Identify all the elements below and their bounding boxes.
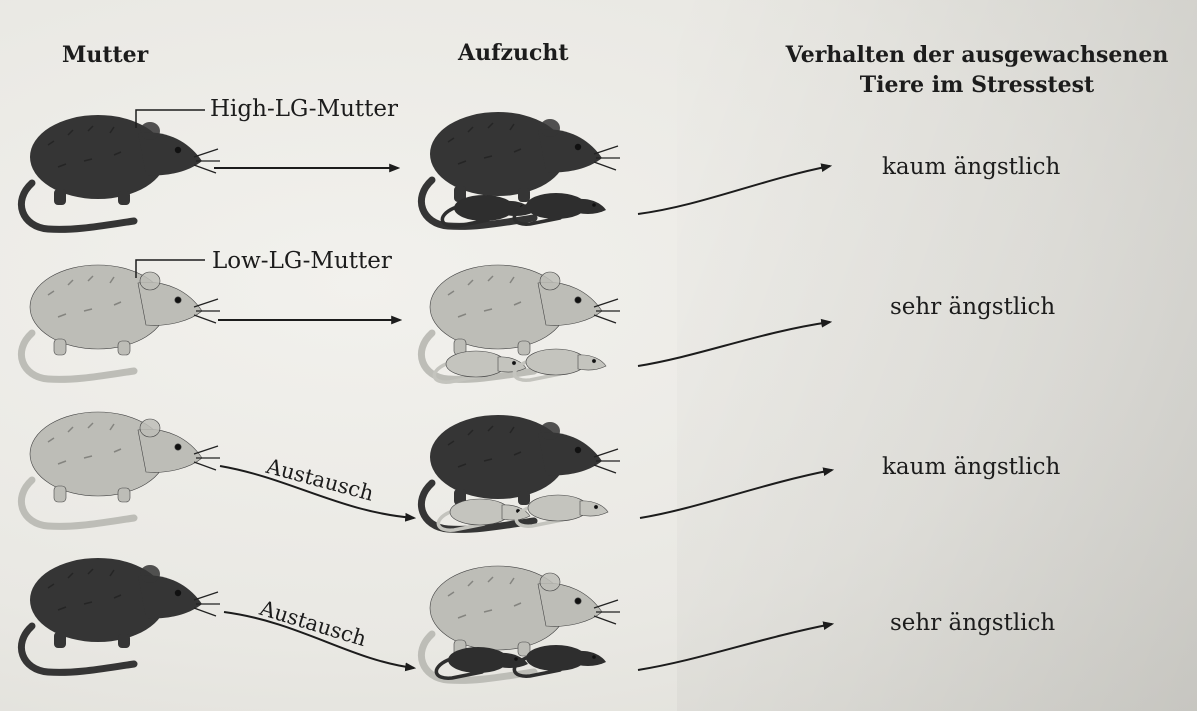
arrow-icon	[638, 322, 830, 366]
rearing-row-2	[421, 265, 620, 382]
arrow-icon	[640, 470, 832, 518]
rearing-row-3	[421, 415, 620, 530]
low-lg-mother-label: Low-LG-Mutter	[212, 248, 392, 274]
arrow-icon	[638, 624, 832, 670]
mother-column-heading: Mutter	[62, 40, 148, 70]
behavior-heading-line-1: Verhalten der ausgewachsenen	[767, 40, 1187, 70]
result-label-1: kaum ängstlich	[882, 154, 1060, 180]
rearing-row-1	[421, 112, 620, 226]
low-lg-mother-rat-icon	[21, 265, 220, 379]
high-lg-mother-rat-icon	[21, 115, 220, 229]
behavior-heading-line-2: Tiere im Stresstest	[767, 70, 1187, 100]
arrow-icon	[638, 166, 830, 214]
rearing-row-4	[421, 566, 620, 680]
high-lg-mother-label: High-LG-Mutter	[210, 96, 398, 122]
rearing-column-heading: Aufzucht	[458, 38, 569, 68]
behavior-column-heading: Verhalten der ausgewachsenen Tiere im St…	[767, 40, 1187, 100]
result-label-3: kaum ängstlich	[882, 454, 1060, 480]
result-label-4: sehr ängstlich	[890, 610, 1055, 636]
low-lg-mother-swap-rat-icon	[21, 412, 220, 526]
result-label-2: sehr ängstlich	[890, 294, 1055, 320]
high-lg-mother-swap-rat-icon	[21, 558, 220, 672]
